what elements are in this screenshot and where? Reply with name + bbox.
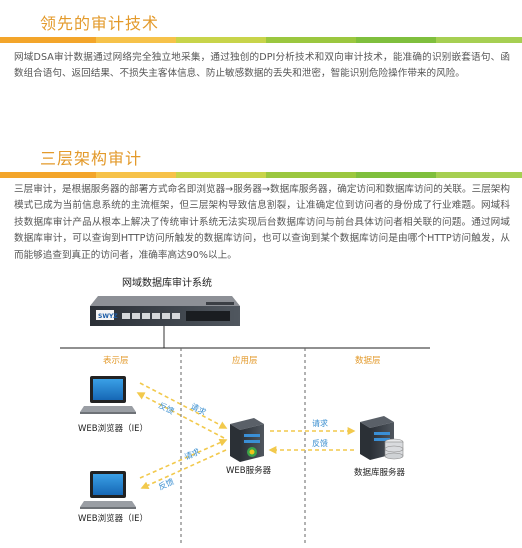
section-1-title: 领先的审计技术 bbox=[40, 14, 160, 33]
response-arrow bbox=[136, 392, 225, 439]
response-label: 反馈 bbox=[312, 438, 328, 448]
database-icon bbox=[384, 438, 404, 460]
svg-text:SWYZ: SWYZ bbox=[98, 313, 118, 320]
request-label: 请求 bbox=[189, 401, 208, 417]
audit-appliance-icon: SWYZ bbox=[90, 296, 240, 326]
section-1-body: 网域DSA审计数据通过网络完全独立地采集，通过独创的DPI分析技术和双向审计技术… bbox=[14, 52, 510, 80]
response-arrow bbox=[140, 449, 227, 490]
section-1-color-bar bbox=[0, 37, 522, 43]
three-tier-audit-diagram: 网域数据库审计系统 SWYZ 表示层 应用层 数据层 WEB浏览器（IE） bbox=[60, 276, 430, 546]
request-label: 请求 bbox=[312, 418, 328, 428]
client-label: WEB浏览器（IE） bbox=[78, 513, 148, 524]
section-2-color-bar bbox=[0, 172, 522, 178]
db-server-label: 数据库服务器 bbox=[354, 467, 406, 478]
request-label: 请求 bbox=[183, 446, 202, 462]
laptop-icon bbox=[80, 376, 136, 414]
response-label: 反馈 bbox=[157, 400, 176, 416]
section-2-body: 三层审计，是根据服务器的部署方式命名即浏览器→服务器→数据库服务器，确定访问和数… bbox=[14, 184, 510, 261]
server-tower-icon bbox=[230, 418, 264, 462]
layer-label-presentation: 表示层 bbox=[103, 355, 129, 366]
web-server-label: WEB服务器 bbox=[226, 465, 272, 476]
layer-label-data: 数据层 bbox=[355, 355, 381, 366]
laptop-icon bbox=[80, 471, 136, 509]
appliance-title: 网域数据库审计系统 bbox=[122, 276, 212, 289]
client-label: WEB浏览器（IE） bbox=[78, 423, 148, 434]
response-label: 反馈 bbox=[157, 476, 176, 492]
request-arrow bbox=[139, 382, 228, 429]
section-2-title: 三层架构审计 bbox=[40, 149, 143, 168]
layer-label-application: 应用层 bbox=[232, 355, 258, 366]
request-arrow bbox=[139, 438, 228, 479]
